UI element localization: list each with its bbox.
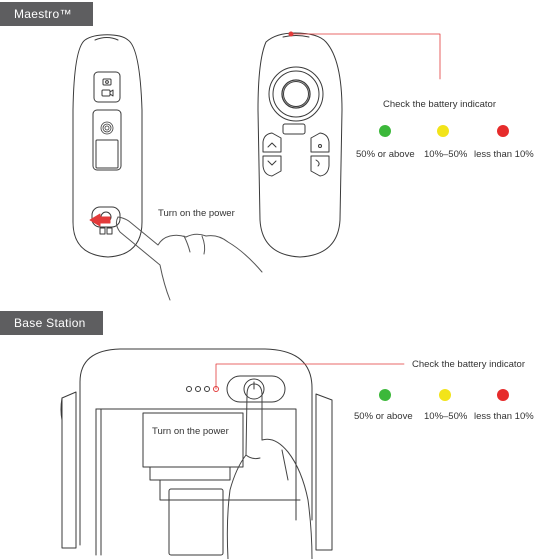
maestro-power-hint: Turn on the power	[158, 208, 235, 219]
base-level-low: less than 10%	[474, 411, 534, 422]
base-battery-title: Check the battery indicator	[412, 359, 525, 370]
maestro-level-mid: 10%–50%	[424, 149, 467, 160]
base-level-high: 50% or above	[354, 411, 413, 422]
arrow-up-icon	[268, 143, 276, 147]
battery-dot-yellow	[437, 125, 449, 137]
maestro-level-high: 50% or above	[356, 149, 415, 160]
maestro-level-low: less than 10%	[474, 149, 534, 160]
base-level-mid: 10%–50%	[424, 411, 467, 422]
power-arrow	[90, 214, 110, 226]
camera-icon	[103, 79, 111, 85]
base-station	[61, 349, 332, 555]
base-indicator-lights	[187, 387, 219, 392]
base-battery-dot-red	[497, 389, 509, 401]
base-power-button[interactable]	[227, 376, 285, 402]
base-battery-dot-yellow	[439, 389, 451, 401]
battery-dot-red	[497, 125, 509, 137]
fingerprint-icon	[101, 122, 113, 134]
maestro-back-remote	[258, 33, 342, 257]
video-icon	[102, 90, 113, 96]
base-power-hint: Turn on the power	[152, 426, 229, 437]
base-battery-dot-green	[379, 389, 391, 401]
arrow-down-icon	[268, 161, 276, 165]
hand-icon	[116, 217, 262, 300]
hand-base-icon	[227, 384, 312, 559]
maestro-battery-title: Check the battery indicator	[383, 99, 496, 110]
battery-dot-green	[379, 125, 391, 137]
